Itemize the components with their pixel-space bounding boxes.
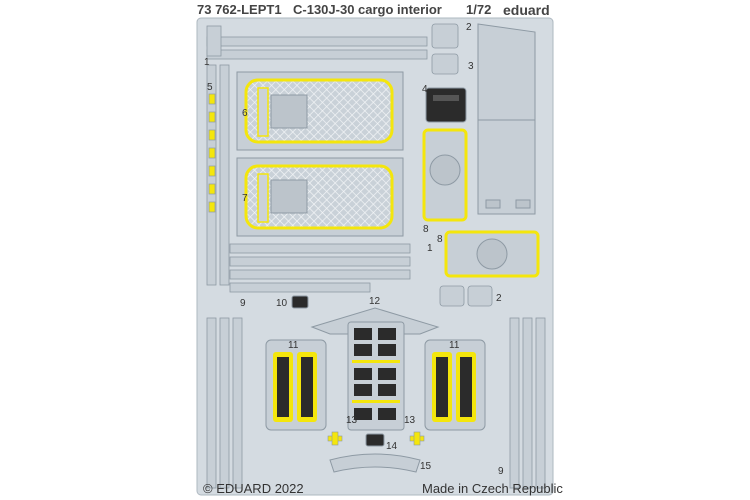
part-label-8a: 8 (423, 224, 429, 235)
mid-strips (229, 243, 411, 293)
kit-code: 73 762-LEPT1 (197, 2, 282, 17)
part-13-crosses (327, 431, 425, 446)
part-10-small (291, 295, 309, 309)
kit-title: C-130J-30 cargo interior (293, 2, 442, 17)
part-9-right-strips (509, 317, 546, 489)
part-5-hooks (208, 93, 216, 213)
part-label-2: 2 (466, 22, 472, 33)
part-label-9b: 9 (498, 466, 504, 477)
part-label-13b: 13 (404, 415, 416, 426)
part-label-12: 12 (369, 296, 381, 307)
part-label-14: 14 (386, 441, 398, 452)
part-9-left-strips (206, 317, 243, 489)
part-11-left-seat (265, 339, 327, 431)
part-label-6: 6 (242, 108, 248, 119)
kit-scale: 1/72 (466, 2, 492, 17)
part-8-round-panel (422, 128, 468, 222)
part-label-13a: 13 (346, 415, 358, 426)
copyright-text: © EDUARD 2022 (203, 481, 304, 496)
brand-logo: eduard (503, 2, 550, 18)
part-label-4: 4 (422, 84, 428, 95)
part-2-3-small (431, 23, 459, 75)
part-label-1: 1 (204, 57, 210, 68)
part-label-5: 5 (207, 82, 213, 93)
part-4-connector (425, 87, 467, 123)
part-label-11b: 11 (449, 340, 460, 351)
part-label-9a: 9 (240, 298, 246, 309)
origin-text: Made in Czech Republic (422, 481, 563, 496)
part-3-door (477, 23, 536, 215)
part-7-floor-panel (236, 157, 404, 237)
part-label-8b: 8 (437, 234, 443, 245)
part-label-7: 7 (242, 193, 248, 204)
top-strip-parts (206, 25, 428, 60)
part-label-2b: 2 (496, 293, 502, 304)
part-label-1b: 1 (427, 243, 433, 254)
part-label-11a: 11 (288, 340, 299, 351)
part-8-oval-panel (444, 230, 540, 278)
part-11-right-seat (424, 339, 486, 431)
part-14-small (365, 433, 385, 447)
part-label-3: 3 (468, 61, 474, 72)
part-6-floor-panel (236, 71, 404, 151)
part-label-10: 10 (276, 298, 288, 309)
part-12-center-assembly (310, 307, 440, 431)
part-2-small-lower (439, 285, 493, 307)
part-15-arc (329, 453, 421, 473)
part-label-15: 15 (420, 461, 432, 472)
